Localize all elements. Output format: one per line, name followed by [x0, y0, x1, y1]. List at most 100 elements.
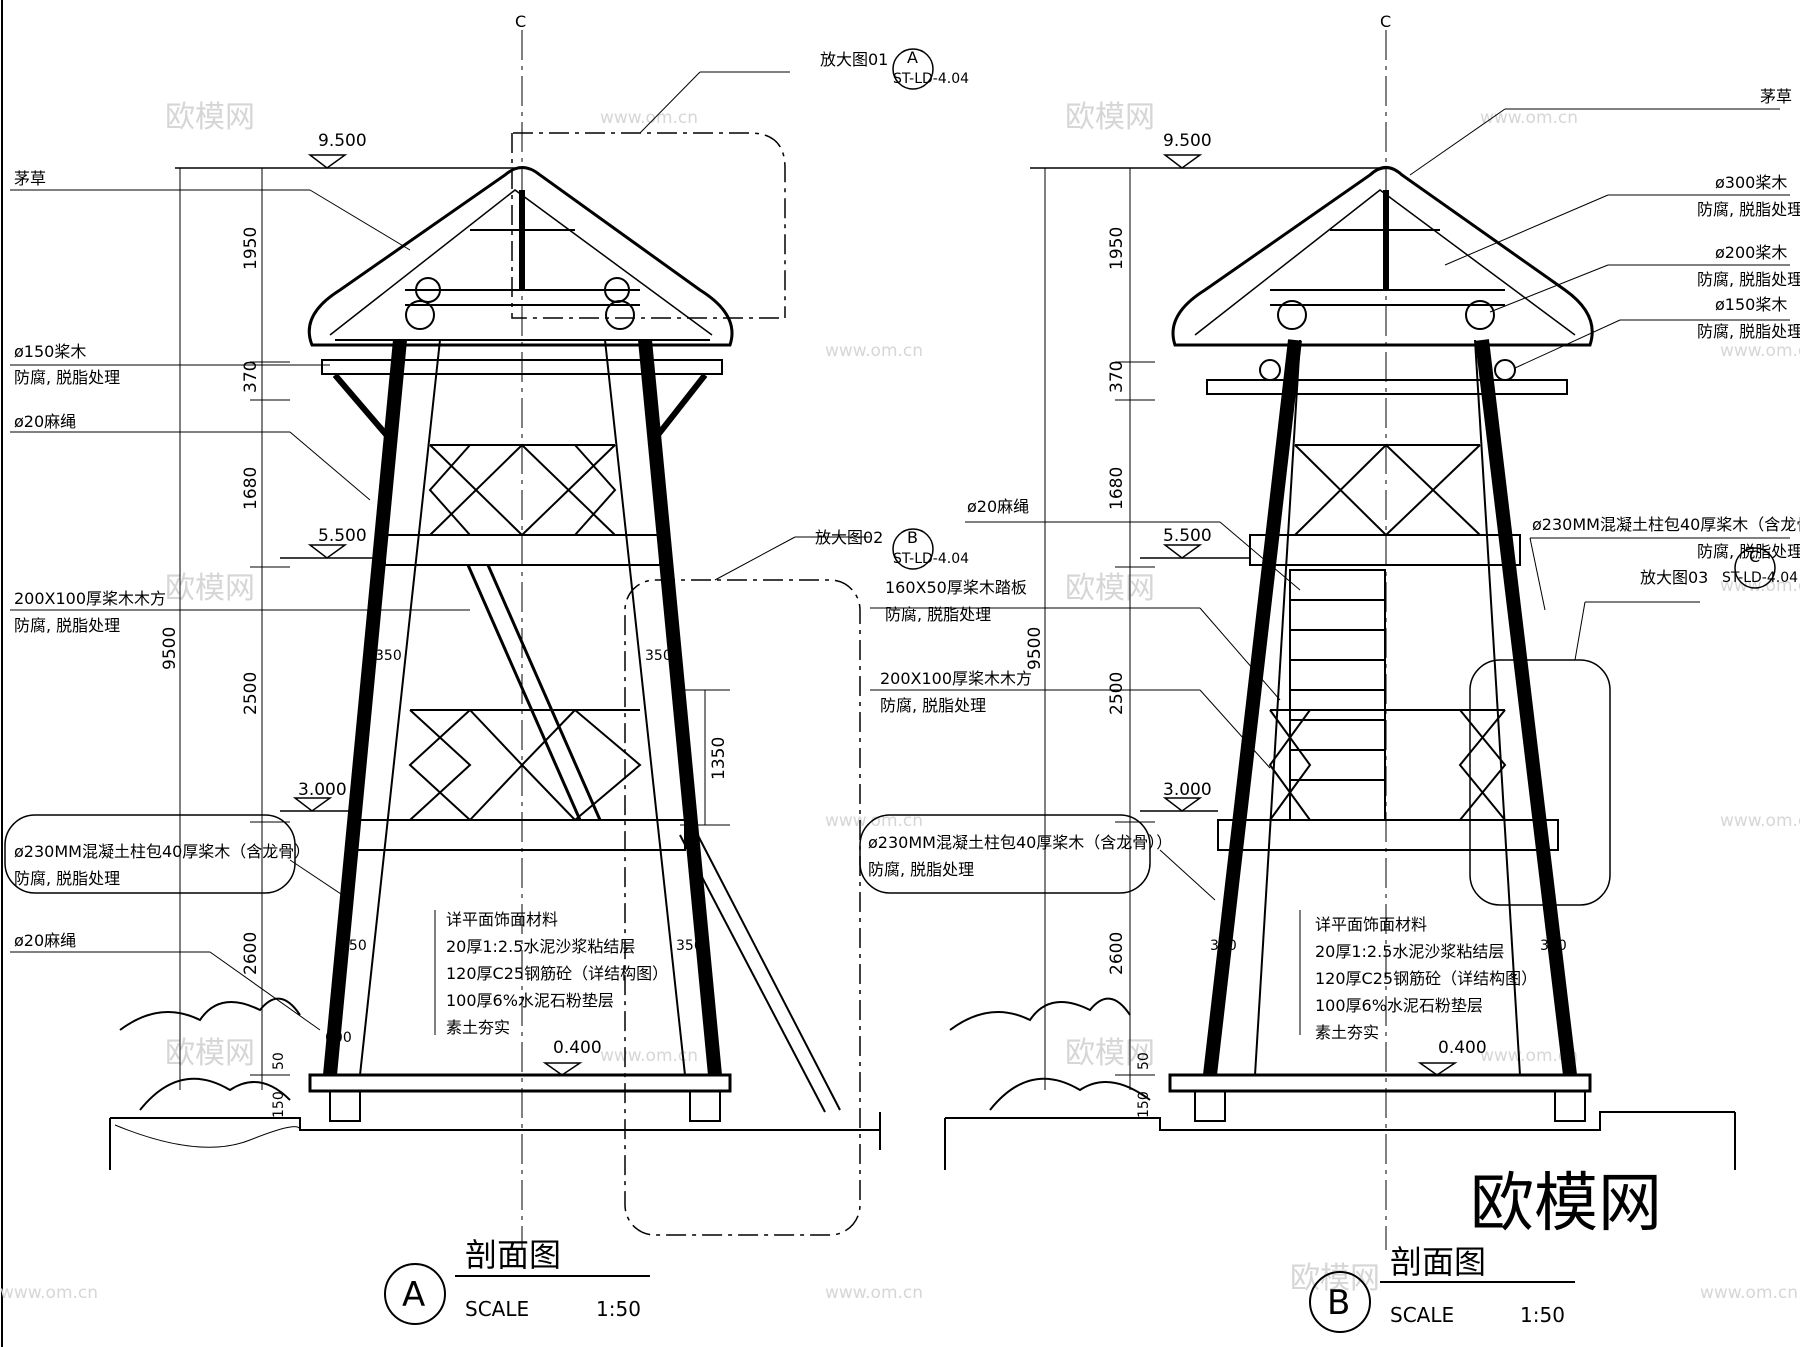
level-b-0400: 0.400 [1438, 1038, 1487, 1058]
dim-b-1950: 1950 [1107, 227, 1127, 270]
floor-note-a-3: 120厚C25钢筋砼（详结构图） [446, 964, 668, 983]
dim-a-1950: 1950 [241, 227, 261, 270]
note-b-rope: ø20麻绳 [967, 497, 1029, 516]
level-b-3000: 3.000 [1163, 780, 1212, 800]
section-b-scale-value: 1:50 [1520, 1303, 1565, 1327]
note-b-tread: 160X50厚桨木踏板 [885, 578, 1027, 597]
dim-b-150: 150 [1136, 1091, 1152, 1118]
floor-note-b-1: 详平面饰面材料 [1315, 915, 1427, 934]
detail-tag-03: 放大图03 [1640, 568, 1708, 587]
note-b-timber: 200X100厚桨木木方 [880, 669, 1032, 688]
dim-a-600: 600 [325, 1030, 352, 1046]
dim-b-350-2: 350 [1540, 938, 1567, 954]
dim-a-1680: 1680 [241, 467, 261, 510]
detail-ref-b: ST-LD-4.04 [893, 551, 969, 567]
note-b-column-right-sub: 防腐, 脱脂处理 [1697, 542, 1800, 561]
detail-ref-a: ST-LD-4.04 [893, 71, 969, 87]
floor-note-b-5: 素土夯实 [1315, 1023, 1379, 1042]
dim-b-350-1: 350 [1210, 938, 1237, 954]
watermark-text: 欧模网 [1290, 1261, 1380, 1296]
floor-note-a-1: 详平面饰面材料 [446, 910, 558, 929]
note-a-timber: 200X100厚桨木木方 [14, 589, 166, 608]
note-b-tread-sub: 防腐, 脱脂处理 [885, 605, 991, 624]
note-a-timber-sub: 防腐, 脱脂处理 [14, 616, 120, 635]
dim-a-350-4: 350 [676, 938, 703, 954]
watermark-text: 欧模网 [1065, 100, 1155, 135]
centerline-b-label: C [1380, 12, 1391, 31]
watermark-url: www.om.cn [600, 108, 698, 128]
detail-letter-a: A [907, 48, 918, 67]
dim-b-2600: 2600 [1107, 932, 1127, 975]
watermark-url: www.om.cn [1480, 108, 1578, 128]
dim-b-2500: 2500 [1107, 672, 1127, 715]
note-a-column-sub: 防腐, 脱脂处理 [14, 869, 120, 888]
note-a-rope: ø20麻绳 [14, 412, 76, 431]
section-a-scale-label: SCALE [465, 1297, 529, 1321]
level-b-5500: 5.500 [1163, 526, 1212, 546]
dim-a-350-3: 350 [340, 938, 367, 954]
level-a-0400: 0.400 [553, 1038, 602, 1058]
section-b-title: 剖面图 [1390, 1243, 1486, 1281]
note-a-column: ø230MM混凝土柱包40厚桨木（含龙骨） [14, 842, 310, 861]
note-b-thatch: 茅草 [1760, 87, 1792, 106]
detail-tag-02: 放大图02 [815, 528, 883, 547]
watermark-url: www.om.cn [0, 1283, 98, 1303]
level-a-3000: 3.000 [298, 780, 347, 800]
detail-letter-c: C [1749, 547, 1760, 566]
dim-a-370: 370 [241, 361, 261, 393]
watermark-url: www.om.cn [1720, 341, 1800, 361]
note-b-log150: ø150桨木 [1715, 295, 1787, 314]
dim-a-350-2: 350 [645, 648, 672, 664]
dim-a-50: 50 [271, 1052, 287, 1070]
dim-b-9500: 9500 [1025, 627, 1045, 670]
dim-a-9500: 9500 [160, 627, 180, 670]
floor-note-b-2: 20厚1:2.5水泥沙浆粘结层 [1315, 942, 1504, 961]
floor-note-b-4: 100厚6%水泥石粉垫层 [1315, 996, 1483, 1015]
watermark-text: 欧模网 [165, 1036, 255, 1071]
watermark-url: www.om.cn [825, 1283, 923, 1303]
watermark-text: 欧模网 [165, 100, 255, 135]
section-b-scale-label: SCALE [1390, 1303, 1454, 1327]
note-b-column: ø230MM混凝土柱包40厚桨木（含龙骨）） [868, 833, 1172, 852]
dim-b-50: 50 [1136, 1052, 1152, 1070]
note-b-column-right: ø230MM混凝土柱包40厚桨木（含龙骨） [1532, 515, 1800, 534]
note-b-timber-sub: 防腐, 脱脂处理 [880, 696, 986, 715]
dim-a-150: 150 [271, 1091, 287, 1118]
note-b-log200: ø200桨木 [1715, 243, 1787, 262]
note-a-log150: ø150桨木 [14, 342, 86, 361]
dim-b-1680: 1680 [1107, 467, 1127, 510]
detail-tag-01: 放大图01 [820, 50, 888, 69]
watermark-text: 欧模网 [1065, 571, 1155, 606]
dim-a-350-1: 350 [375, 648, 402, 664]
note-a-log150-sub: 防腐, 脱脂处理 [14, 368, 120, 387]
section-a-title: 剖面图 [465, 1236, 561, 1274]
dim-a-1350: 1350 [709, 737, 729, 780]
floor-note-b-3: 120厚C25钢筋砼（详结构图） [1315, 969, 1537, 988]
detail-letter-b: B [907, 528, 918, 547]
section-b [859, 30, 1790, 1333]
section-a [4, 30, 934, 1325]
dim-a-2500: 2500 [241, 672, 261, 715]
watermark-text: 欧模网 [165, 571, 255, 606]
section-a-badge: A [402, 1275, 425, 1315]
note-a-rope2: ø20麻绳 [14, 931, 76, 950]
dim-b-370: 370 [1107, 361, 1127, 393]
site-logo-watermark: 欧模网 [1470, 1167, 1662, 1241]
watermark-text: 欧模网 [1065, 1036, 1155, 1071]
watermark-url: www.om.cn [1700, 1283, 1798, 1303]
level-a-5500: 5.500 [318, 526, 367, 546]
note-b-log300: ø300桨木 [1715, 173, 1787, 192]
centerline-a-label: C [515, 12, 526, 31]
watermark-url: www.om.cn [825, 341, 923, 361]
note-b-log150-sub: 防腐, 脱脂处理 [1697, 322, 1800, 341]
floor-note-a-5: 素土夯实 [446, 1018, 510, 1037]
detail-ref-c: ST-LD-4.04 [1722, 570, 1798, 586]
watermark-url: www.om.cn [1720, 811, 1800, 831]
level-b-top: 9.500 [1163, 131, 1212, 151]
note-b-column-sub: 防腐, 脱脂处理 [868, 860, 974, 879]
dim-a-2600: 2600 [241, 932, 261, 975]
note-b-log200-sub: 防腐, 脱脂处理 [1697, 270, 1800, 289]
floor-note-a-2: 20厚1:2.5水泥沙浆粘结层 [446, 937, 635, 956]
note-a-thatch: 茅草 [14, 169, 46, 188]
